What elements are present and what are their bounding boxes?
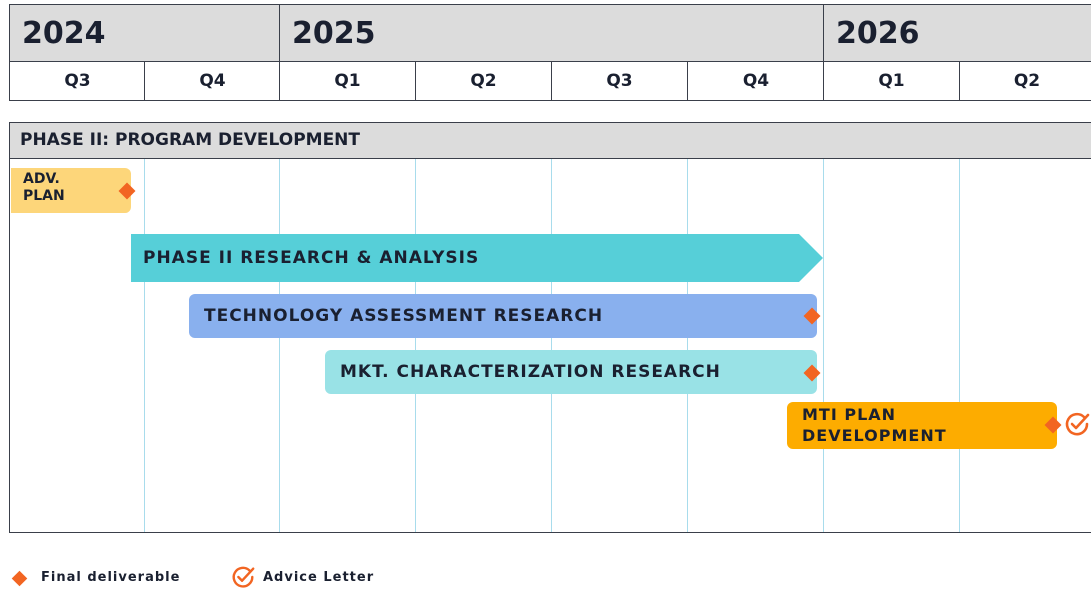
year-label: 2024: [22, 16, 106, 51]
year-2026: 2026: [823, 4, 1091, 62]
quarter-gridline: [551, 159, 552, 532]
year-label: 2025: [292, 16, 376, 51]
task-label: MKT. CHARACTERIZATION RESEARCH: [340, 362, 721, 382]
quarter-cell: Q4: [687, 61, 825, 101]
quarter-gridline: [415, 159, 416, 532]
quarter-cell: Q3: [551, 61, 688, 101]
task-bar-technology-assessment: TECHNOLOGY ASSESSMENT RESEARCH: [189, 294, 817, 338]
task-bar-mkt-characterization: MKT. CHARACTERIZATION RESEARCH: [325, 350, 817, 394]
task-label: PHASE II RESEARCH & ANALYSIS: [143, 248, 480, 268]
year-label: 2026: [836, 16, 920, 51]
task-bar-mti-plan: MTI PLAN DEVELOPMENT: [787, 402, 1057, 449]
year-2024: 2024: [9, 4, 280, 62]
advice-letter-check-circle-icon: [1065, 412, 1090, 436]
legend-final-deliverable: Final deliverable: [41, 570, 181, 585]
quarter-cell: Q2: [959, 61, 1091, 101]
task-bar-research-analysis: PHASE II RESEARCH & ANALYSIS: [131, 234, 823, 282]
quarter-gridline: [823, 159, 824, 532]
quarter-cell: Q3: [9, 61, 146, 101]
quarter-cell: Q1: [823, 61, 960, 101]
task-bar-adv-plan: ADV. PLAN: [11, 168, 131, 213]
task-label: TECHNOLOGY ASSESSMENT RESEARCH: [204, 306, 604, 326]
quarter-gridline: [144, 159, 145, 532]
task-label: MTI PLAN DEVELOPMENT: [802, 404, 947, 446]
quarter-cell: Q2: [415, 61, 552, 101]
year-2025: 2025: [279, 4, 825, 62]
legend-check-circle-icon: [232, 566, 255, 588]
quarter-cell: Q4: [144, 61, 281, 101]
task-label-line: DEVELOPMENT: [802, 426, 947, 445]
legend-advice-letter: Advice Letter: [263, 570, 375, 585]
arrow-bar-shape: [131, 234, 823, 282]
quarter-gridline: [279, 159, 280, 532]
quarter-gridline: [959, 159, 960, 532]
task-label-line: PLAN: [23, 188, 65, 204]
quarter-gridline: [687, 159, 688, 532]
legend-diamond-icon: [11, 570, 28, 587]
task-label: ADV. PLAN: [23, 171, 65, 205]
quarter-cell: Q1: [279, 61, 416, 101]
task-label-line: ADV.: [23, 171, 60, 187]
phase-title: PHASE II: PROGRAM DEVELOPMENT: [9, 122, 1091, 159]
task-label-line: MTI PLAN: [802, 405, 897, 424]
